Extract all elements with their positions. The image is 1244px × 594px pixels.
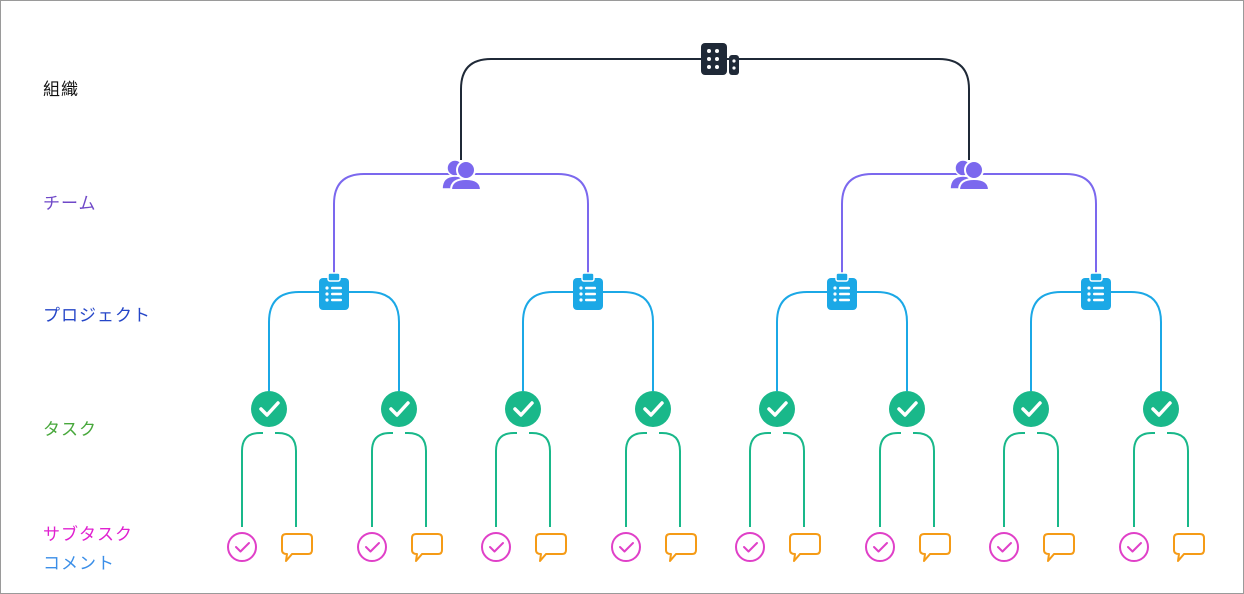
connector-task-comment [1167, 432, 1189, 527]
check-circle-icon [1143, 391, 1179, 427]
clipboard-icon [1081, 272, 1111, 310]
connector-org-team [460, 58, 715, 160]
check-circle-outline-icon [357, 532, 387, 562]
check-circle-outline-icon [989, 532, 1019, 562]
connector-task-comment [913, 432, 935, 527]
speech-bubble-icon [789, 533, 821, 562]
speech-bubble-icon [1043, 533, 1075, 562]
speech-bubble-icon [1173, 533, 1205, 562]
level-label-organization: 組織 [43, 80, 79, 100]
connector-task-comment [1037, 432, 1059, 527]
speech-bubble-icon [411, 533, 443, 562]
speech-bubble-icon [535, 533, 567, 562]
connector-team-project [841, 173, 969, 276]
check-circle-icon [505, 391, 541, 427]
level-label-team: チーム [43, 194, 97, 214]
clipboard-icon [827, 272, 857, 310]
connector-team-project [969, 173, 1097, 276]
level-label-comment: コメント [43, 554, 115, 574]
connector-task-subtask [371, 432, 393, 527]
building-icon [701, 43, 739, 75]
clipboard-icon [573, 272, 603, 310]
connector-team-project [333, 173, 461, 276]
check-circle-icon [889, 391, 925, 427]
connector-task-subtask [625, 432, 647, 527]
connector-project-task [268, 291, 334, 391]
connector-task-subtask [879, 432, 901, 527]
check-circle-icon [1013, 391, 1049, 427]
speech-bubble-icon [665, 533, 697, 562]
connector-task-subtask [1003, 432, 1025, 527]
connector-task-comment [659, 432, 681, 527]
level-label-subtask: サブタスク [43, 525, 133, 545]
level-label-project: プロジェクト [43, 306, 151, 326]
clipboard-icon [319, 272, 349, 310]
connector-org-team [715, 58, 970, 160]
team-icon [441, 159, 483, 191]
check-circle-icon [381, 391, 417, 427]
check-circle-outline-icon [611, 532, 641, 562]
connector-project-task [334, 291, 400, 391]
connector-task-subtask [749, 432, 771, 527]
check-circle-outline-icon [735, 532, 765, 562]
check-circle-icon [251, 391, 287, 427]
connector-task-subtask [241, 432, 263, 527]
connector-task-subtask [1133, 432, 1155, 527]
speech-bubble-icon [281, 533, 313, 562]
check-circle-outline-icon [481, 532, 511, 562]
connector-project-task [522, 291, 588, 391]
team-icon [949, 159, 991, 191]
connector-task-subtask [495, 432, 517, 527]
connector-task-comment [405, 432, 427, 527]
connector-project-task [1096, 291, 1162, 391]
check-circle-icon [759, 391, 795, 427]
connector-task-comment [783, 432, 805, 527]
level-label-task: タスク [43, 420, 97, 440]
check-circle-outline-icon [865, 532, 895, 562]
connector-project-task [588, 291, 654, 391]
check-circle-outline-icon [227, 532, 257, 562]
connector-project-task [1030, 291, 1096, 391]
connector-task-comment [275, 432, 297, 527]
connector-project-task [776, 291, 842, 391]
check-circle-icon [635, 391, 671, 427]
speech-bubble-icon [919, 533, 951, 562]
connector-project-task [842, 291, 908, 391]
connector-task-comment [529, 432, 551, 527]
check-circle-outline-icon [1119, 532, 1149, 562]
connector-team-project [461, 173, 589, 276]
